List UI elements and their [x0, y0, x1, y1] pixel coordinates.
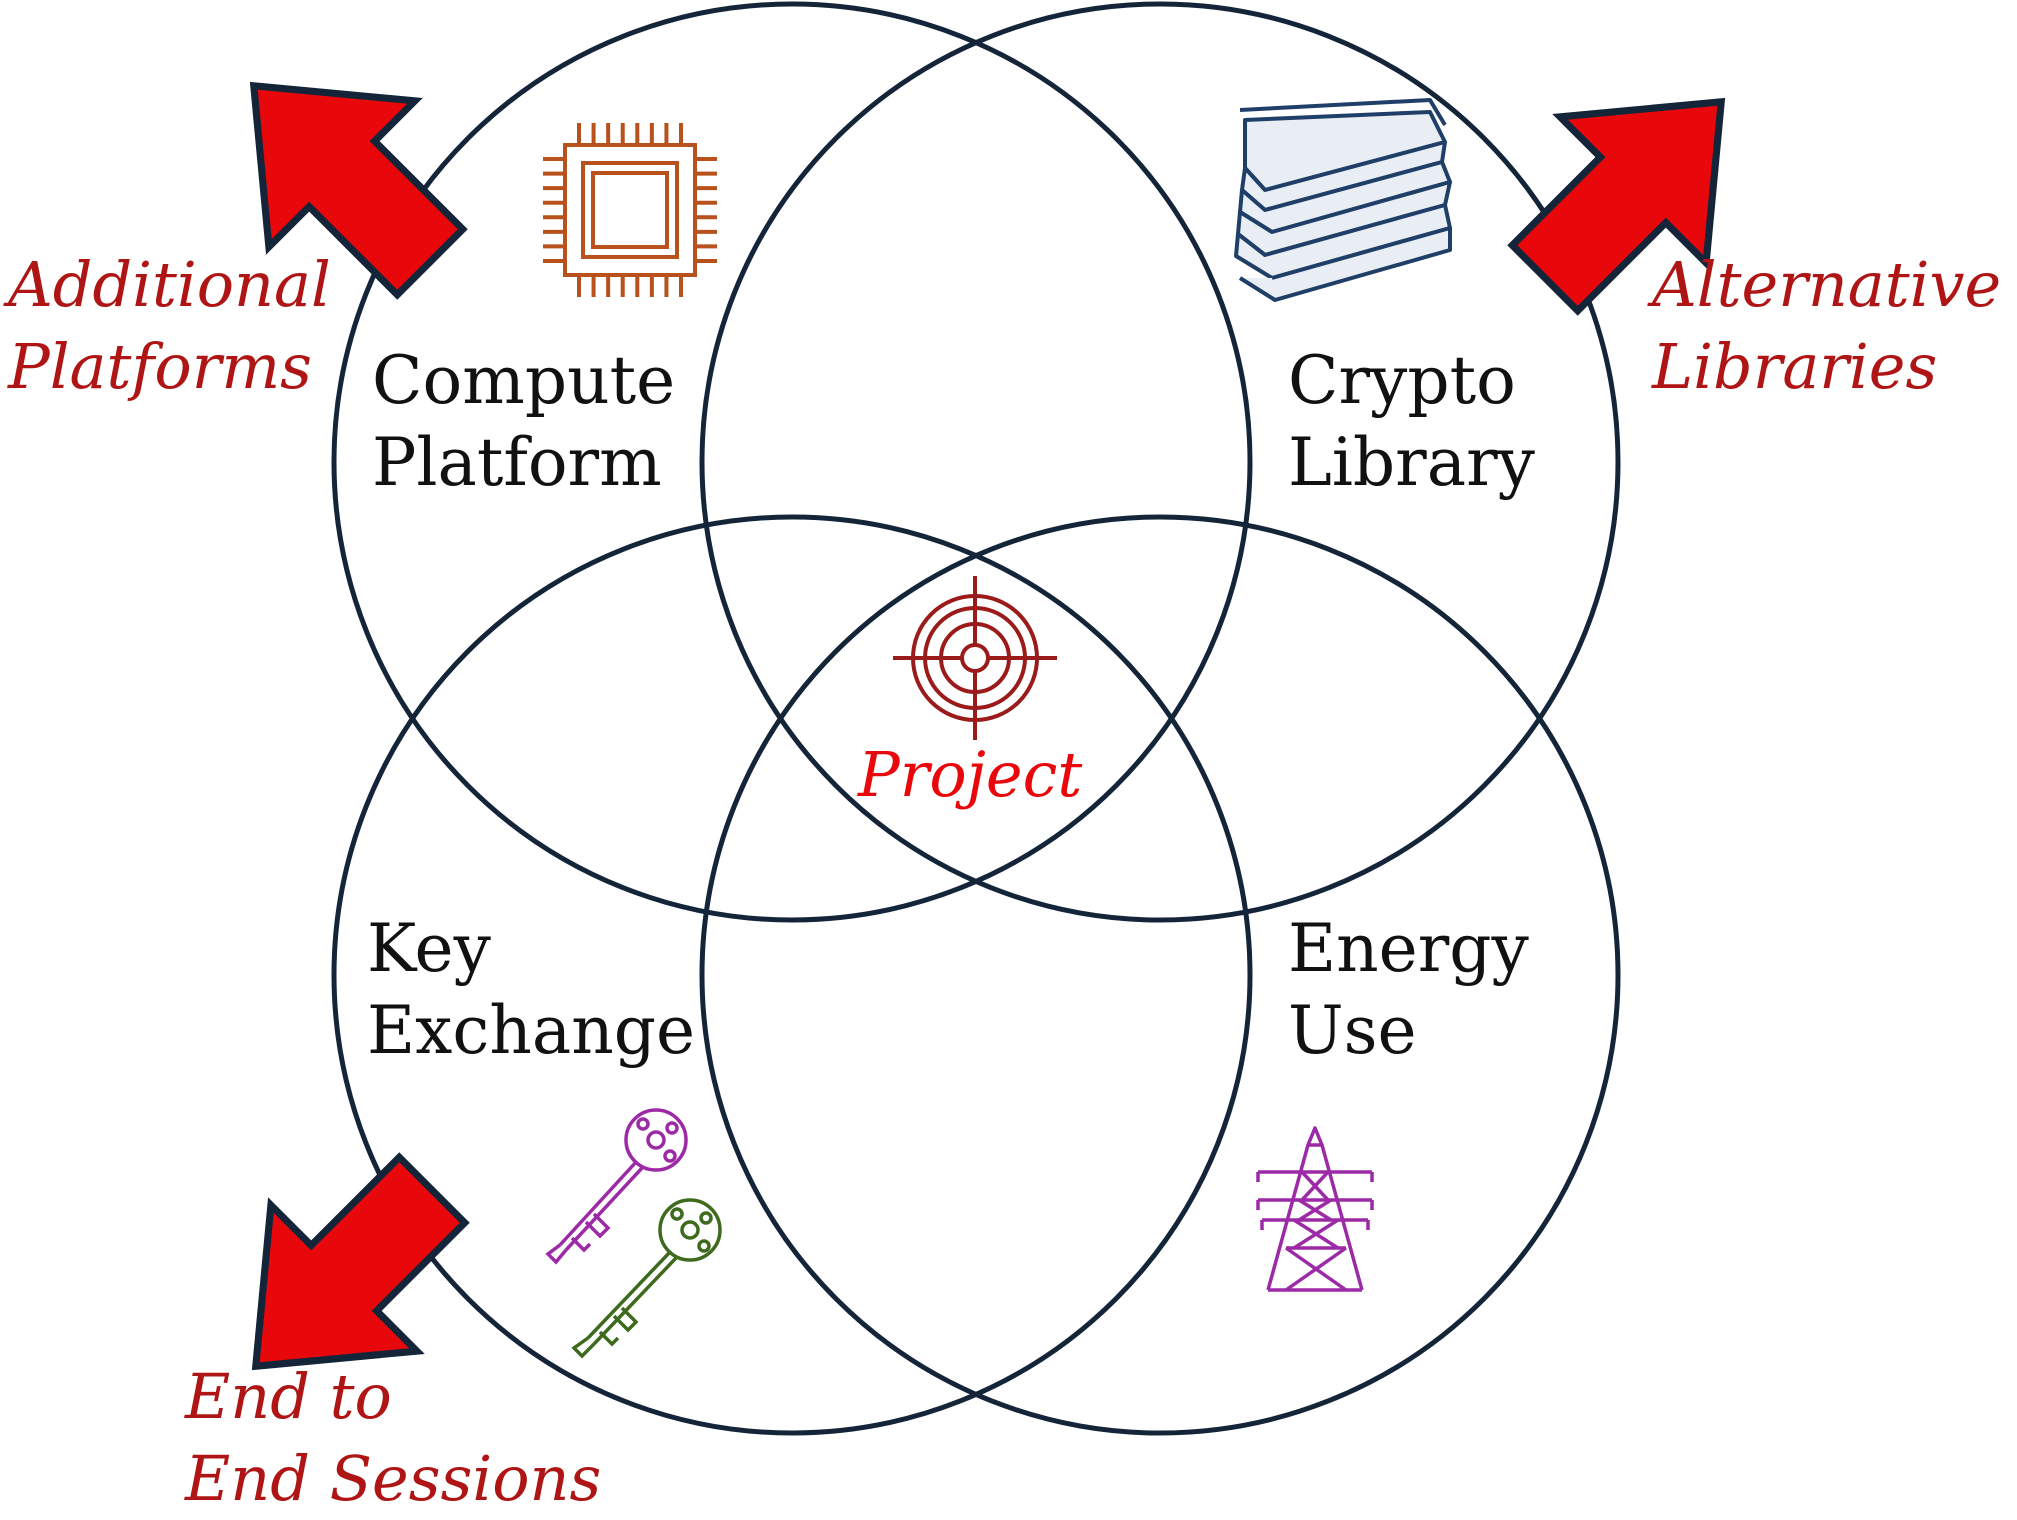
cpu-chip-icon [543, 123, 717, 297]
label-crypto-line2: Library [1288, 424, 1535, 501]
label-energy-use: Energy Use [1288, 908, 1529, 1072]
circle-energy-use [699, 514, 1621, 1436]
target-icon [893, 576, 1057, 740]
label-key-exchange: Key Exchange [367, 908, 695, 1072]
label-libraries-line1: Alternative [1652, 248, 2002, 321]
label-key-line1: Key [367, 910, 491, 987]
label-additional-platforms: Additional Platforms [8, 244, 331, 408]
label-project: Project [858, 738, 1083, 811]
label-crypto-line1: Crypto [1288, 342, 1516, 419]
keys-icon [545, 1108, 722, 1359]
label-compute-platform: Compute Platform [372, 340, 675, 504]
circle-key-exchange [331, 514, 1253, 1436]
arrow-alternative-libraries [1507, 97, 1726, 316]
label-key-line2: Exchange [367, 992, 696, 1069]
books-stack-icon [1234, 98, 1452, 302]
label-end-to-end-sessions: End to End Sessions [185, 1356, 601, 1520]
label-sessions-line1: End to [185, 1360, 392, 1433]
label-libraries-line2: Libraries [1652, 330, 1938, 403]
label-platforms-line2: Platforms [8, 330, 312, 403]
label-energy-line1: Energy [1288, 910, 1529, 987]
arrow-end-to-end-sessions [251, 1152, 470, 1371]
label-crypto-library: Crypto Library [1288, 340, 1535, 504]
label-compute-line2: Platform [372, 424, 662, 501]
label-compute-line1: Compute [372, 342, 676, 419]
label-alternative-libraries: Alternative Libraries [1652, 244, 2001, 408]
label-platforms-line1: Additional [8, 248, 331, 321]
power-tower-icon [1256, 1126, 1374, 1292]
arrow-additional-platforms [249, 81, 468, 300]
label-energy-line2: Use [1288, 992, 1417, 1069]
label-sessions-line2: End Sessions [185, 1442, 602, 1515]
circle-crypto-library [699, 1, 1621, 923]
circle-compute-platform [331, 1, 1253, 923]
